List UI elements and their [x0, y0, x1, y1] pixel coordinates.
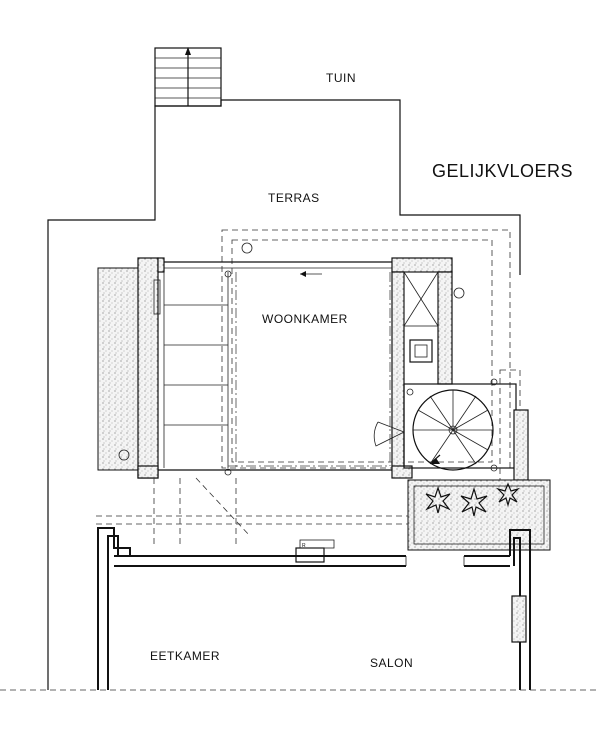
spiral-staircase	[412, 389, 494, 471]
label-eetkamer: EETKAMER	[150, 649, 220, 663]
arrow-up-icon	[185, 47, 191, 55]
label-terras: TERRAS	[268, 191, 320, 205]
duct-icon	[409, 339, 433, 363]
lower-dashed-lines	[96, 477, 408, 548]
glass-panels	[164, 304, 228, 426]
drain-icon	[118, 449, 130, 461]
canopy-outline-dashed	[221, 229, 511, 469]
left-planter	[97, 267, 139, 471]
svg-text:R: R	[302, 543, 306, 549]
woonkamer-walls	[137, 257, 453, 479]
plan-title: GELIJKVLOERS	[432, 161, 573, 181]
label-tuin: TUIN	[326, 71, 356, 85]
column-marker-icon	[241, 242, 253, 254]
house-walls	[97, 527, 531, 690]
column-marker-icon-2	[453, 287, 465, 299]
storage-cabinet	[403, 271, 439, 327]
right-wall-window	[511, 595, 527, 643]
right-hatched-wall	[513, 409, 529, 481]
label-salon: SALON	[370, 656, 413, 670]
terrace-outline	[47, 99, 521, 690]
canopy-inner-dashed	[231, 239, 493, 463]
door-swing	[373, 421, 405, 447]
stair-arrow-icon	[430, 458, 440, 464]
arrow-left-icon	[300, 271, 306, 277]
garden-steps	[154, 47, 222, 107]
plants	[425, 482, 521, 517]
label-woonkamer: WOONKAMER	[262, 312, 348, 326]
plant-box	[407, 479, 551, 551]
